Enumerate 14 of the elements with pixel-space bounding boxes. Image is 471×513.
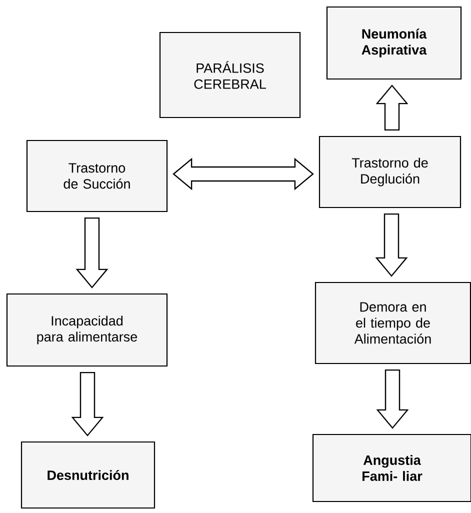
text-box: Demora en el tiempo de Alimentación xyxy=(314,282,471,364)
text-box: Incapacidad para alimentarse xyxy=(6,293,168,367)
block-arrow xyxy=(71,372,104,436)
block-arrow xyxy=(375,213,408,277)
text-box: Trastorno de Deglución xyxy=(318,136,462,208)
text-box: Desnutrición xyxy=(20,441,156,509)
block-arrow xyxy=(376,369,409,429)
text-box: PARÁLISIS CEREBRAL xyxy=(159,32,301,118)
block-arrow xyxy=(376,84,408,131)
text-box: Angustia Fami- liar xyxy=(312,434,471,502)
block-arrow xyxy=(172,158,314,190)
text-box: Trastorno de Succión xyxy=(26,140,168,212)
text-box: Neumonía Aspirativa xyxy=(326,6,462,80)
block-arrow xyxy=(76,217,108,288)
